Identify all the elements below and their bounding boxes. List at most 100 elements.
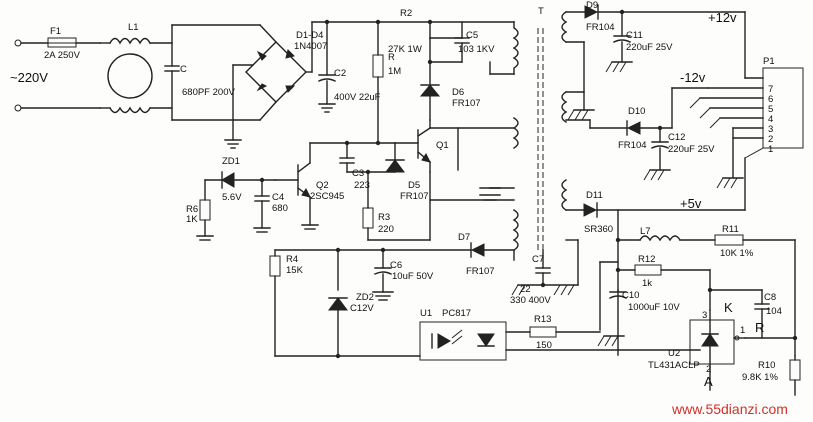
transistor-q1: [394, 119, 515, 173]
r11-value: 10K 1%: [720, 248, 754, 259]
c-value: 680PF 200V: [182, 87, 235, 98]
p1-label: P1: [763, 56, 775, 67]
d7-label: D7: [458, 232, 470, 243]
c2-label: C2: [334, 68, 346, 79]
r-label: R: [388, 52, 395, 63]
c7-value1: 22: [520, 284, 531, 295]
r2-value: 27K 1W: [388, 44, 422, 55]
p1-pin2: 2: [768, 134, 773, 145]
d9-value: FR104: [586, 22, 615, 33]
d10-label: D10: [628, 106, 645, 117]
c10-label: C10: [622, 290, 639, 301]
c5-label: C5: [466, 30, 478, 41]
d9-label: D9: [586, 0, 598, 11]
c8-value: 104: [766, 306, 782, 317]
r10-value: 9.8K 1%: [742, 372, 778, 383]
zd1-label: ZD1: [222, 156, 240, 167]
watermark: www.55dianzi.com: [671, 401, 788, 417]
capacitor-c2: [318, 21, 336, 113]
capacitor-c7: [511, 239, 579, 296]
zd2-label: ZD2: [356, 292, 374, 303]
p1-pin6: 6: [768, 94, 773, 105]
junction-dots: [259, 9, 798, 359]
base-network: [309, 142, 515, 241]
r12-label: R12: [638, 254, 655, 265]
c2-value: 400V 22uF: [334, 92, 381, 103]
pin2-label: 2: [706, 364, 711, 375]
output-5v: [565, 147, 796, 357]
d5-label: D5: [408, 180, 420, 191]
zd1-network: [196, 171, 276, 241]
c7-label: C7: [532, 254, 544, 265]
c-label: C: [180, 64, 187, 75]
bridge-rectifier: [245, 21, 515, 121]
p1-pin1: 1: [768, 144, 773, 155]
zd2-value: C12V: [350, 303, 374, 314]
pin1-label: 1: [740, 325, 745, 336]
ac-input: [14, 39, 101, 112]
c11-value: 220uF 25V: [626, 42, 673, 53]
zd1-value: 5.6V: [222, 192, 242, 203]
resistor-r: [372, 21, 384, 144]
d11-label: D11: [586, 190, 603, 201]
r3-value: 220: [378, 224, 394, 235]
regulator-u2: [689, 309, 746, 391]
pin3-label: 3: [702, 310, 707, 321]
r4-label: R4: [286, 254, 298, 265]
c6-label: C6: [390, 260, 402, 271]
d1d4-label: D1-D4: [296, 30, 323, 41]
f1-value: 2A 250V: [44, 50, 81, 61]
k-label: K: [724, 300, 733, 315]
aux-ground: [457, 127, 515, 201]
r13-label: R13: [534, 314, 551, 325]
plus12-label: +12v: [708, 10, 737, 25]
plus5-label: +5v: [680, 196, 702, 211]
choke-l1: [99, 37, 173, 114]
a-label: A: [704, 374, 713, 389]
u1-value: PC817: [442, 308, 471, 319]
r6-value: 1K: [186, 214, 198, 225]
p1-pin7: 7: [768, 84, 773, 95]
c4-value: 680: [272, 203, 288, 214]
ground-1: [224, 64, 254, 149]
c4-label: C4: [272, 192, 284, 203]
c11-label: C11: [626, 30, 643, 41]
r3-label: R3: [378, 212, 390, 223]
input-voltage: ~220V: [10, 70, 48, 85]
r13-value: 150: [536, 340, 552, 351]
f1-label: F1: [50, 26, 61, 37]
r12-value: 1k: [642, 278, 652, 289]
d5-value: FR107: [400, 191, 429, 202]
q2-label: Q2: [316, 180, 329, 191]
c8-label: C8: [764, 292, 776, 303]
r2-label: R2: [400, 8, 412, 19]
p1-pin4: 4: [768, 114, 773, 125]
capacitor-c: [164, 24, 261, 121]
l1-label: L1: [128, 22, 139, 33]
resistor-r10: [789, 355, 801, 396]
r10-label: R10: [758, 360, 775, 371]
r4-value: 15K: [286, 265, 304, 276]
c12-label: C12: [668, 132, 685, 143]
optocoupler-u1: [419, 321, 701, 361]
c3-value: 223: [354, 180, 370, 191]
fuse-f1: [47, 37, 101, 48]
transistor-q2: [274, 142, 319, 230]
r6-label: R6: [186, 204, 198, 215]
c7-value2: 330 400V: [510, 295, 551, 306]
u2-value: TL431ACLP: [648, 360, 700, 371]
d10-value: FR104: [618, 140, 647, 151]
c12-value: 220uF 25V: [668, 144, 715, 155]
d7-value: FR107: [466, 266, 495, 277]
d6-label: D6: [452, 87, 464, 98]
r-value: 1M: [388, 66, 401, 77]
d1d4-value: 1N4007: [294, 41, 327, 52]
r11-label: R11: [722, 224, 739, 235]
vcc-network: [269, 242, 515, 357]
p1-pin5: 5: [768, 104, 773, 115]
snubber: [419, 21, 470, 121]
transformer-t: [489, 11, 568, 261]
connector-p1: [689, 67, 804, 189]
c3-label: C3: [352, 168, 364, 179]
